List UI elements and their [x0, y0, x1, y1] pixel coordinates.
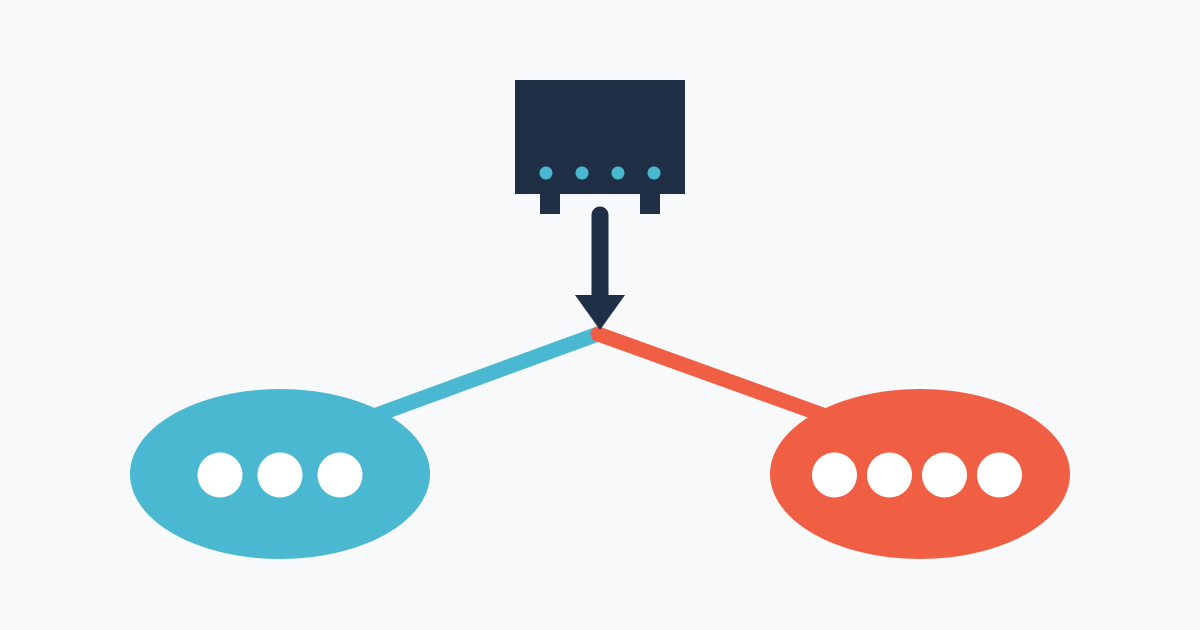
ellipsis-dot	[867, 452, 912, 498]
chip-body	[515, 80, 685, 194]
chip-leg-right	[640, 192, 660, 214]
chip-indicator-dots	[539, 166, 661, 180]
ellipsis-icon	[197, 452, 363, 498]
chip-device-icon	[515, 80, 685, 214]
ellipsis-dot	[812, 452, 857, 498]
left-bubble	[130, 389, 430, 559]
right-bubble	[770, 389, 1070, 559]
right-bubble-shape	[770, 389, 1070, 559]
ellipsis-dot	[922, 452, 967, 498]
ellipsis-icon	[812, 452, 1022, 498]
chip-leg-left	[540, 192, 560, 214]
ellipsis-dot	[317, 452, 363, 498]
chip-indicator-dot	[575, 166, 589, 180]
arrow-down-icon	[575, 206, 625, 330]
ellipsis-dot	[977, 452, 1022, 498]
chip-indicator-dot	[539, 166, 553, 180]
chip-indicator-dot	[647, 166, 661, 180]
ellipsis-dot	[197, 452, 243, 498]
ellipsis-dot	[257, 452, 303, 498]
arrow-head	[575, 295, 625, 330]
chip-indicator-dot	[611, 166, 625, 180]
